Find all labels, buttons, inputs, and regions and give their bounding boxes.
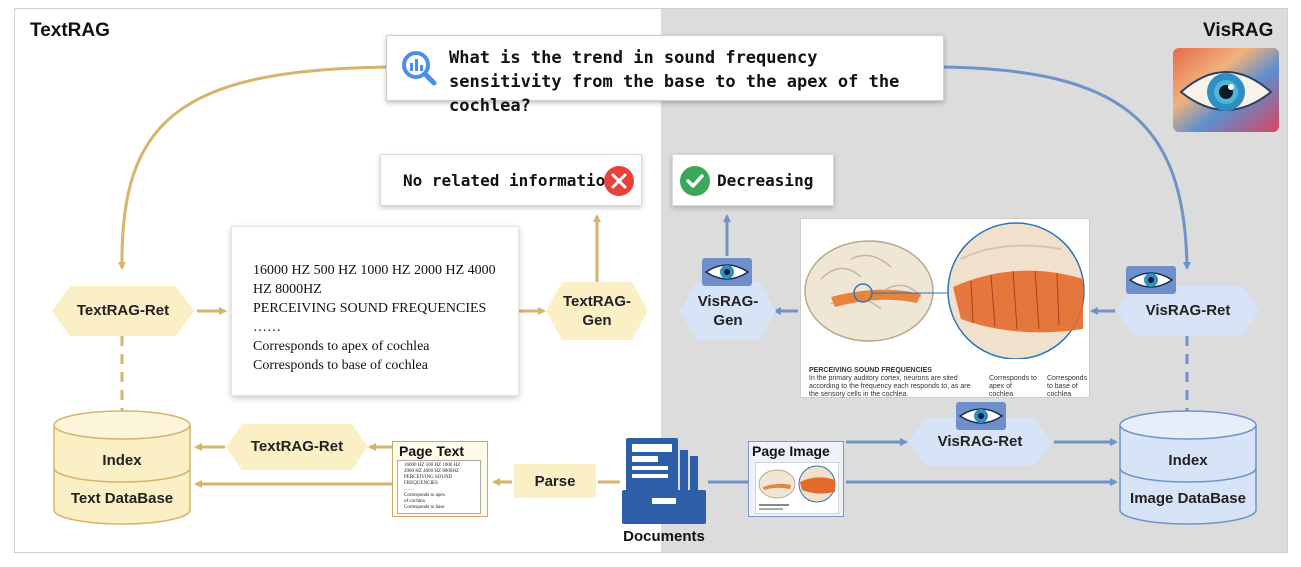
page-image-thumbnail <box>755 462 839 514</box>
image-database-cylinder <box>1119 410 1257 525</box>
page-text-line: Corresponds to apex <box>404 493 446 498</box>
figure-base-label: Corresponds to base of cochlea <box>1047 375 1088 398</box>
text-answer: No related information <box>403 171 615 190</box>
retrieved-text-line: …… <box>253 320 281 335</box>
retrieved-text-card: 16000 HZ 500 HZ 1000 HZ 2000 HZ 4000 HZ … <box>231 226 519 396</box>
text-index-label: Index <box>102 452 142 469</box>
retrieved-text-line: 16000 HZ 500 HZ 1000 HZ 2000 HZ 4000 HZ … <box>253 263 496 297</box>
figure-frame <box>14 8 1288 553</box>
query-box: What is the trend in sound frequency sen… <box>386 35 944 116</box>
text-database-cylinder <box>53 410 191 525</box>
visrag-gen-hexagon <box>680 282 776 340</box>
figure-apex-label: Corresponds to apex of cochlea <box>989 375 1037 398</box>
page-text-line: FREQUENCIES <box>404 481 438 486</box>
eye-icon <box>1173 48 1279 132</box>
page-text-line: PERCEIVING SOUND <box>404 475 453 480</box>
page-image-title: Page Image <box>752 443 830 459</box>
image-database-label: Image DataBase <box>1130 490 1246 507</box>
page-text-sheet: 16000 HZ 500 HZ 1000 HZ 2000 HZ 4000 HZ … <box>397 460 481 514</box>
arrow-query-to-textrag-ret <box>117 65 387 270</box>
page-text-line: of cochlea <box>404 499 425 504</box>
visrag-ret-small-label: VisRAG-Ret <box>937 433 1023 450</box>
parse-box <box>514 464 596 498</box>
vis-answer: Decreasing <box>717 171 814 190</box>
textrag-gen-hexagon <box>546 282 648 340</box>
textrag-ret-small-hexagon <box>226 424 368 470</box>
brain-illustration <box>804 222 1085 359</box>
page-text-title: Page Text <box>399 443 465 459</box>
textrag-ret-hexagon <box>52 286 194 336</box>
textrag-title: TextRAG <box>30 20 110 41</box>
figure-body: In the primary auditory cortex, neurons … <box>809 375 971 398</box>
image-index-label: Index <box>1168 452 1208 469</box>
text-answer-box: No related information <box>380 154 642 206</box>
check-icon <box>680 166 710 196</box>
page-text-line: 2000 HZ 4000 HZ 8000HZ <box>404 469 459 474</box>
page-text-line: Corresponds to base <box>404 505 445 510</box>
eye-icon <box>956 402 1006 430</box>
retrieved-text-line: PERCEIVING SOUND FREQUENCIES <box>253 301 487 316</box>
visrag-logo <box>1173 48 1279 132</box>
page-image-card: Page Image <box>748 441 844 517</box>
figure-heading: PERCEIVING SOUND FREQUENCIES <box>809 367 932 374</box>
parse-label: Parse <box>534 473 576 490</box>
cochlea-figure: PERCEIVING SOUND FREQUENCIES In the prim… <box>800 218 1090 398</box>
eye-icon <box>702 258 752 286</box>
document-archive-icon <box>622 438 706 524</box>
visrag-ret-label: VisRAG-Ret <box>1145 302 1231 319</box>
query-text: What is the trend in sound frequency sen… <box>449 48 900 116</box>
retrieved-text-line: Corresponds to base of cochlea <box>253 358 428 373</box>
eye-icon <box>1126 266 1176 294</box>
visrag-gen-label: VisRAG-Gen <box>697 293 759 329</box>
vis-answer-box: Decreasing <box>672 154 834 206</box>
arrow-query-to-visrag-ret <box>943 65 1191 270</box>
page-text-line: …… <box>404 487 414 492</box>
error-icon <box>604 166 634 196</box>
documents-label: Documents <box>623 528 705 545</box>
visrag-ret-small-hexagon <box>908 418 1052 466</box>
textrag-ret-small-label: TextRAG-Ret <box>250 438 344 455</box>
page-text-card: Page Text 16000 HZ 500 HZ 1000 HZ 2000 H… <box>392 441 488 517</box>
retrieved-text-line: Corresponds to apex of cochlea <box>253 339 430 354</box>
search-icon <box>402 51 437 86</box>
textrag-ret-label: TextRAG-Ret <box>76 302 170 319</box>
text-database-label: Text DataBase <box>70 490 174 507</box>
visrag-title: VisRAG <box>1203 20 1274 41</box>
textrag-gen-label: TextRAG-Gen <box>562 293 632 329</box>
page-text-line: 16000 HZ 500 HZ 1000 HZ <box>404 463 461 468</box>
visrag-ret-hexagon <box>1117 286 1259 336</box>
